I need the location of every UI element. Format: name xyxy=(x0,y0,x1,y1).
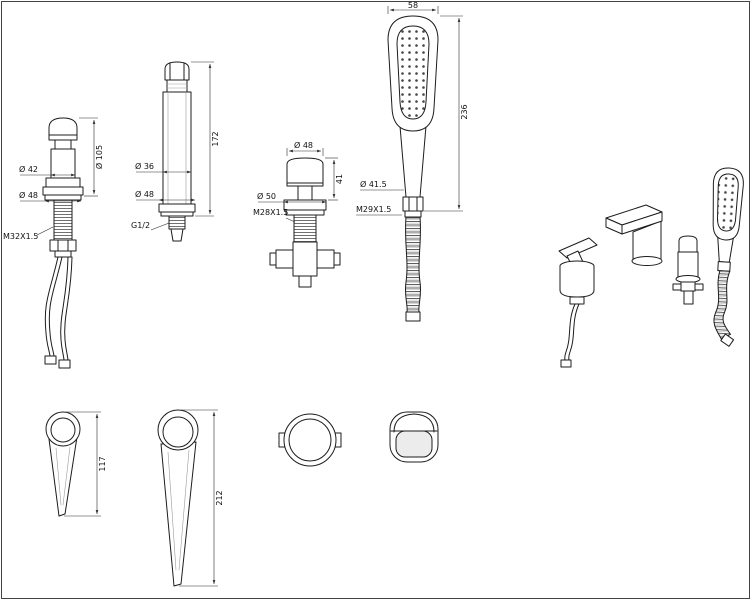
spout-body xyxy=(162,91,192,205)
valve-threaded-shank xyxy=(53,199,73,241)
installed-diverter xyxy=(672,235,704,305)
shower-handle xyxy=(399,125,427,198)
spout-base-diameter-label: Ø 48 xyxy=(135,189,154,199)
mixer-thread-label: M32X1.5 xyxy=(3,232,38,241)
diverter-base-diameter-label: Ø 50 xyxy=(257,191,276,201)
diverter-knob xyxy=(286,157,324,187)
hand-shower-dimensions: 58 236 Ø 41.5 M29X1.5 xyxy=(356,1,469,216)
valve-collar xyxy=(45,177,81,188)
spout-front-view xyxy=(158,61,196,242)
shower-nut xyxy=(402,196,424,212)
lever-handle-side-view-long xyxy=(157,409,199,587)
shower-length-label: 236 xyxy=(460,104,469,119)
shower-spray-face xyxy=(396,25,430,120)
mixer-base-diameter-label: Ø 48 xyxy=(19,190,38,200)
spout-body-diameter-label: Ø 36 xyxy=(135,161,154,171)
mixer-valve-dimensions: Ø 105 Ø 42 Ø 48 M32X1.5 xyxy=(3,117,104,241)
mixer-cap-diameter-label: Ø 42 xyxy=(19,164,38,174)
diverter-knob-diameter-label: Ø 48 xyxy=(294,140,313,150)
spout-cap xyxy=(164,61,190,81)
supply-hose xyxy=(60,256,69,362)
diverter-stem xyxy=(297,185,313,201)
installed-mixer-lever xyxy=(558,237,598,259)
shower-hose xyxy=(404,216,422,313)
valve-cap xyxy=(48,117,78,141)
hand-shower-top-view xyxy=(389,411,439,463)
installed-spout xyxy=(605,204,663,266)
lever-blade xyxy=(160,441,197,587)
shower-head-width-label: 58 xyxy=(408,1,418,10)
hand-shower-front-view xyxy=(387,15,439,322)
spout-height-label: 172 xyxy=(211,131,220,146)
diverter-front-view xyxy=(269,157,341,288)
valve-neck xyxy=(54,139,72,150)
diverter-flange xyxy=(283,199,327,211)
installed-hand-shower xyxy=(712,167,744,347)
spout-threaded-shank xyxy=(168,215,186,230)
lever-handle-side-view-short xyxy=(45,411,81,517)
installed-mixer xyxy=(558,237,598,368)
valve-base xyxy=(42,186,84,196)
diverter-threaded-shank xyxy=(293,214,317,243)
lever-short-dimension: 117 xyxy=(64,411,107,517)
lever-long-dimension: 212 xyxy=(179,409,224,587)
diverter-thread-label: M28X1.5 xyxy=(253,208,288,217)
shower-thread-label: M29X1.5 xyxy=(356,205,391,214)
spout-thread-label: G1/2 xyxy=(131,221,150,230)
shower-neck-diameter-label: Ø 41.5 xyxy=(360,179,387,189)
lever-short-length-label: 117 xyxy=(98,456,107,471)
mixer-height-label: Ø 105 xyxy=(94,145,104,169)
mixer-valve-front-view xyxy=(42,117,84,369)
valve-nut xyxy=(49,239,77,252)
supply-hose xyxy=(44,256,59,358)
spout-aerator xyxy=(166,79,188,93)
diverter-knob-height-label: 41 xyxy=(335,174,344,184)
spout-dimensions: 172 Ø 36 Ø 48 G1/2 xyxy=(131,61,220,231)
deck-ring-top-view xyxy=(278,413,342,467)
installed-set-view xyxy=(558,167,744,368)
spout-flange xyxy=(158,203,196,213)
diverter-dimensions: Ø 48 41 Ø 50 M28X1.5 xyxy=(253,140,344,223)
lever-long-length-label: 212 xyxy=(215,490,224,505)
valve-body xyxy=(50,148,76,179)
